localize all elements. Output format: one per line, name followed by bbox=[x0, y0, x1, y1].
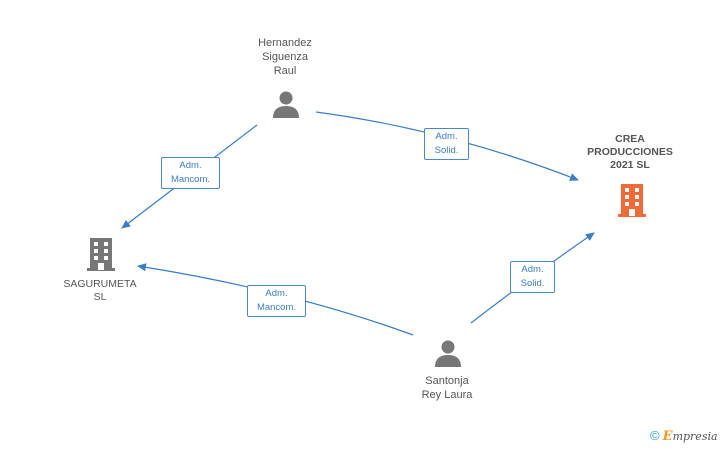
edge-label-santonja-crea: Adm. Solid. bbox=[510, 261, 555, 293]
building-icon bbox=[618, 184, 646, 217]
person-icon bbox=[435, 340, 461, 367]
edge-label-hernandez-sagurumeta: Adm. Mancom. bbox=[161, 157, 220, 189]
person-label-hernandez[interactable]: Hernandez Siguenza Raul bbox=[258, 37, 312, 77]
person-label-santonja[interactable]: Santonja Rey Laura bbox=[421, 375, 473, 401]
company-label-sagurumeta[interactable]: SAGURUMETA SL bbox=[63, 278, 137, 303]
edge-label-santonja-sagurumeta: Adm. Mancom. bbox=[247, 285, 306, 317]
brand-name: mpresia bbox=[672, 430, 718, 443]
building-icon bbox=[87, 238, 115, 271]
brand-initial: E bbox=[662, 429, 673, 444]
edge-label-hernandez-crea: Adm. Solid. bbox=[424, 128, 469, 160]
person-icon bbox=[273, 91, 299, 118]
copyright-icon: © bbox=[650, 428, 660, 443]
company-label-crea[interactable]: CREA PRODUCCIONES 2021 SL bbox=[587, 133, 673, 171]
brand-logo: © Empresia bbox=[650, 428, 718, 444]
